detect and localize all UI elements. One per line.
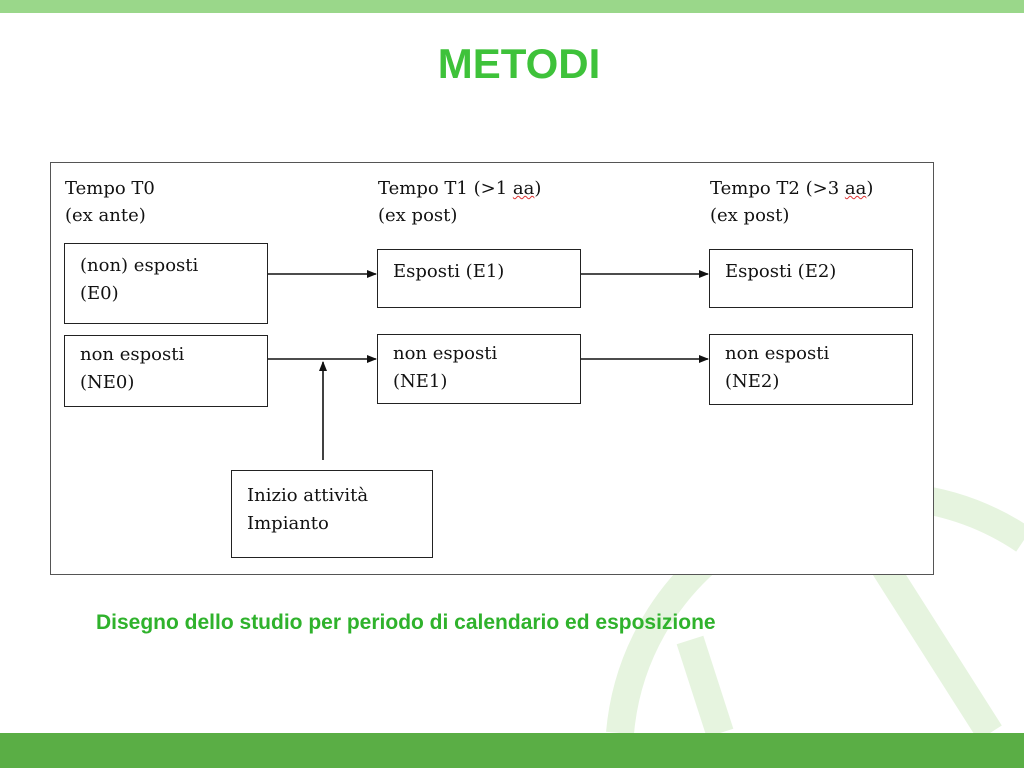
box-exposed-e1: Esposti (E1) bbox=[377, 249, 581, 308]
column-header-t2-word: aa bbox=[844, 178, 867, 199]
box-activity-start-line2: Impianto bbox=[247, 513, 329, 534]
column-header-t2-suffix: ) bbox=[866, 178, 874, 199]
box-unexposed-ne1-text: non esposti (NE1) bbox=[393, 340, 497, 396]
column-header-t2: Tempo T2 (>3 aa) (ex post) bbox=[710, 175, 873, 229]
box-exposed-e1-line1: Esposti (E1) bbox=[393, 261, 505, 282]
box-unexposed-ne2-line1: non esposti bbox=[725, 343, 830, 364]
box-unexposed-ne2: non esposti (NE2) bbox=[709, 334, 913, 405]
box-activity-start-line1: Inizio attività bbox=[247, 485, 369, 506]
box-activity-start-text: Inizio attività Impianto bbox=[247, 482, 368, 538]
column-header-t1-line1: Tempo T1 (>1 aa) bbox=[378, 175, 541, 202]
column-header-t1-suffix: ) bbox=[534, 178, 542, 199]
box-exposed-e1-text: Esposti (E1) bbox=[393, 258, 504, 286]
box-unexposed-ne1-line2: (NE1) bbox=[393, 371, 448, 392]
top-accent-bar bbox=[0, 0, 1024, 13]
column-header-t2-prefix: Tempo T2 (>3 bbox=[710, 178, 845, 199]
box-activity-start: Inizio attività Impianto bbox=[231, 470, 433, 558]
box-exposed-e0-line1: (non) esposti bbox=[80, 255, 199, 276]
box-exposed-e0-text: (non) esposti (E0) bbox=[80, 252, 198, 308]
box-exposed-e2-text: Esposti (E2) bbox=[725, 258, 836, 286]
column-header-t2-line1: Tempo T2 (>3 aa) bbox=[710, 175, 873, 202]
column-header-t1-prefix: Tempo T1 (>1 bbox=[378, 178, 513, 199]
column-header-t0-line2: (ex ante) bbox=[65, 205, 146, 226]
box-exposed-e2-line1: Esposti (E2) bbox=[725, 261, 837, 282]
slide-title: METODI bbox=[437, 40, 601, 87]
box-unexposed-ne0-line2: (NE0) bbox=[80, 372, 135, 393]
box-unexposed-ne0-line1: non esposti bbox=[80, 344, 185, 365]
box-unexposed-ne2-line2: (NE2) bbox=[725, 371, 780, 392]
box-unexposed-ne1-line1: non esposti bbox=[393, 343, 498, 364]
bottom-accent-bar bbox=[0, 733, 1024, 768]
box-unexposed-ne0-text: non esposti (NE0) bbox=[80, 341, 184, 397]
box-unexposed-ne0: non esposti (NE0) bbox=[64, 335, 268, 407]
column-header-t0: Tempo T0 (ex ante) bbox=[65, 175, 155, 229]
box-exposed-e0: (non) esposti (E0) bbox=[64, 243, 268, 324]
column-header-t0-line1: Tempo T0 bbox=[65, 178, 155, 199]
box-exposed-e2: Esposti (E2) bbox=[709, 249, 913, 308]
box-exposed-e0-line2: (E0) bbox=[80, 283, 119, 304]
column-header-t1-word: aa bbox=[512, 178, 535, 199]
column-header-t1-line2: (ex post) bbox=[378, 205, 458, 226]
box-unexposed-ne1: non esposti (NE1) bbox=[377, 334, 581, 404]
diagram-caption: Disegno dello studio per periodo di cale… bbox=[96, 611, 716, 634]
box-unexposed-ne2-text: non esposti (NE2) bbox=[725, 340, 829, 396]
column-header-t2-line2: (ex post) bbox=[710, 205, 790, 226]
column-header-t1: Tempo T1 (>1 aa) (ex post) bbox=[378, 175, 541, 229]
